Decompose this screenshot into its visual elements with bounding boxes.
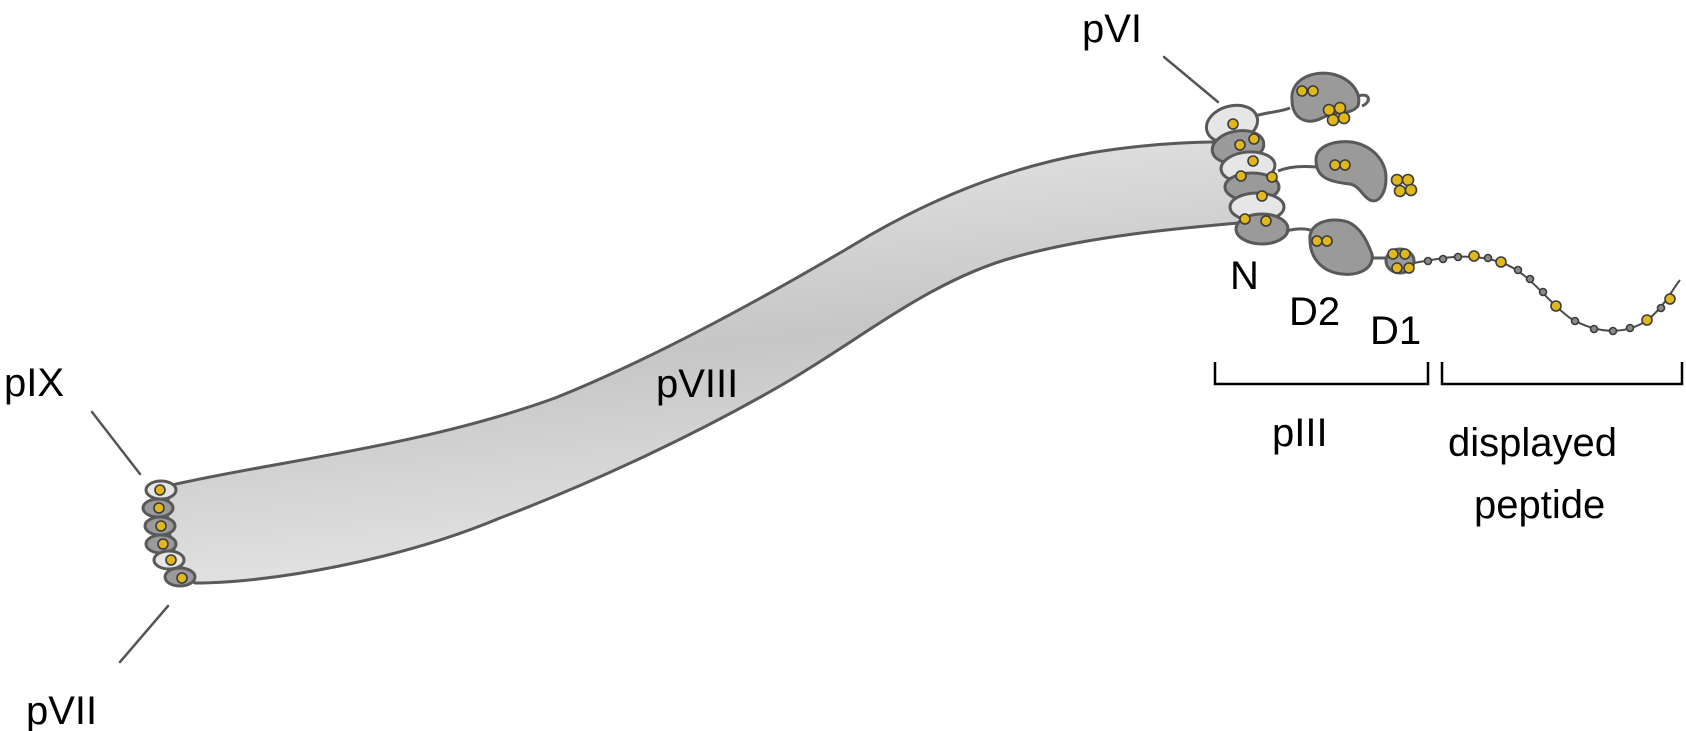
label-n-domain: N [1230,254,1259,298]
label-pix: pIX [4,361,64,405]
label-pviii: pVIII [656,362,738,406]
linker [1254,106,1291,118]
peptide-residue [1453,252,1463,262]
peptide-residue [1468,250,1480,262]
peptide-residue [1495,256,1507,268]
piii-copy-middle [1277,140,1418,203]
residue-dot [1393,184,1407,198]
leader-line-pvi [1162,55,1220,104]
label-d1-domain: D1 [1370,309,1421,353]
bracket-displayed-peptide [1440,362,1684,386]
peptide-residue [1641,314,1653,326]
residue-dot [155,520,167,532]
label-piii: pIII [1272,411,1328,455]
peptide-residue [1656,303,1666,313]
peptide-residue [1538,287,1548,297]
residue-dot [153,502,165,514]
piii-d2-domain [1308,218,1374,276]
residue-dot [1227,118,1239,130]
residue-dot [1256,190,1268,202]
peptide-residue [1423,256,1433,266]
residue-dot [1248,133,1260,145]
residue-dot [1339,159,1351,171]
peptide-residue [1525,274,1535,284]
bracket-piii [1213,362,1430,386]
peptide-residue [1483,253,1493,263]
label-d2-domain: D2 [1289,290,1340,334]
piii-copy-top [1254,71,1370,127]
residue-dot [1391,262,1403,274]
residue-dot [1234,139,1246,151]
linker [1357,93,1370,108]
label-displayed: displayed [1448,421,1617,465]
residue-dot [1266,171,1278,183]
residue-dot [1326,113,1340,127]
peptide-residue [1438,254,1448,264]
label-pvi: pVI [1082,7,1142,51]
residue-dot [1399,248,1411,260]
label-pvii: pVII [26,689,97,731]
peptide-residue [1513,265,1523,275]
residue-dot [1307,85,1319,97]
residue-dot [1247,155,1259,167]
leader-line-pix [90,410,142,476]
peptide-residue [1570,316,1580,326]
displayed-peptide-chain [1413,255,1681,332]
linker [1277,165,1317,173]
residue-dot [165,554,177,566]
residue-dot [1239,213,1251,225]
residue-dot [1390,173,1404,187]
residue-dot [1403,262,1415,274]
residue-dot [1235,170,1247,182]
leader-line-pvii [118,604,170,664]
label-peptide: peptide [1474,483,1605,527]
peptide-residue [1625,323,1635,333]
peptide-residue [1608,326,1618,336]
residue-dot [1296,85,1308,97]
pvi-piii-cap [1204,103,1290,246]
residue-dot [157,538,169,550]
pix-pvii-cap [141,479,197,588]
residue-dot [154,484,166,496]
residue-dot [1337,111,1351,125]
piii-copy-bottom [1285,218,1681,336]
piii-d2-domain [1314,140,1388,203]
peptide-residue [1664,293,1676,305]
residue-dot [1329,159,1341,171]
residue-dot [1311,235,1323,247]
residue-dot [176,572,188,584]
peptide-residue [1589,324,1599,334]
peptide-residue [1550,300,1562,312]
residue-dot [1321,235,1333,247]
residue-dot [1404,183,1418,197]
residue-dot [1387,248,1399,260]
residue-dot [1260,215,1272,227]
